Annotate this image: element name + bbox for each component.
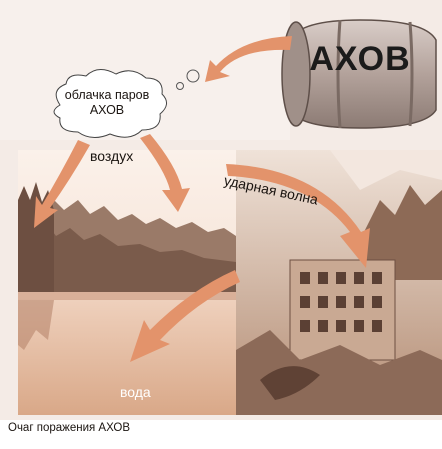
arrow-water xyxy=(130,270,240,362)
ruins-photo xyxy=(236,150,442,415)
air-label: воздух xyxy=(90,148,134,164)
cloud-bubble-dot xyxy=(176,82,184,90)
arrow-air-right xyxy=(140,134,190,212)
arrow-to-cloud xyxy=(205,36,292,82)
vapor-cloud xyxy=(53,69,167,138)
arrow-air-left xyxy=(34,140,90,228)
water-label: вода xyxy=(120,384,151,400)
cloud-label: облачка паров АХОВ xyxy=(48,88,166,118)
landscape-photo xyxy=(18,150,236,415)
cloud-label-line1: облачка паров xyxy=(64,88,150,102)
barrel-label: АХОВ xyxy=(309,40,411,78)
cloud-label-line2: АХОВ xyxy=(89,103,125,117)
arrow-shockwave xyxy=(226,164,370,268)
figure-caption: Очаг поражения АХОВ xyxy=(8,422,130,434)
cloud-bubble-dot xyxy=(186,69,200,83)
